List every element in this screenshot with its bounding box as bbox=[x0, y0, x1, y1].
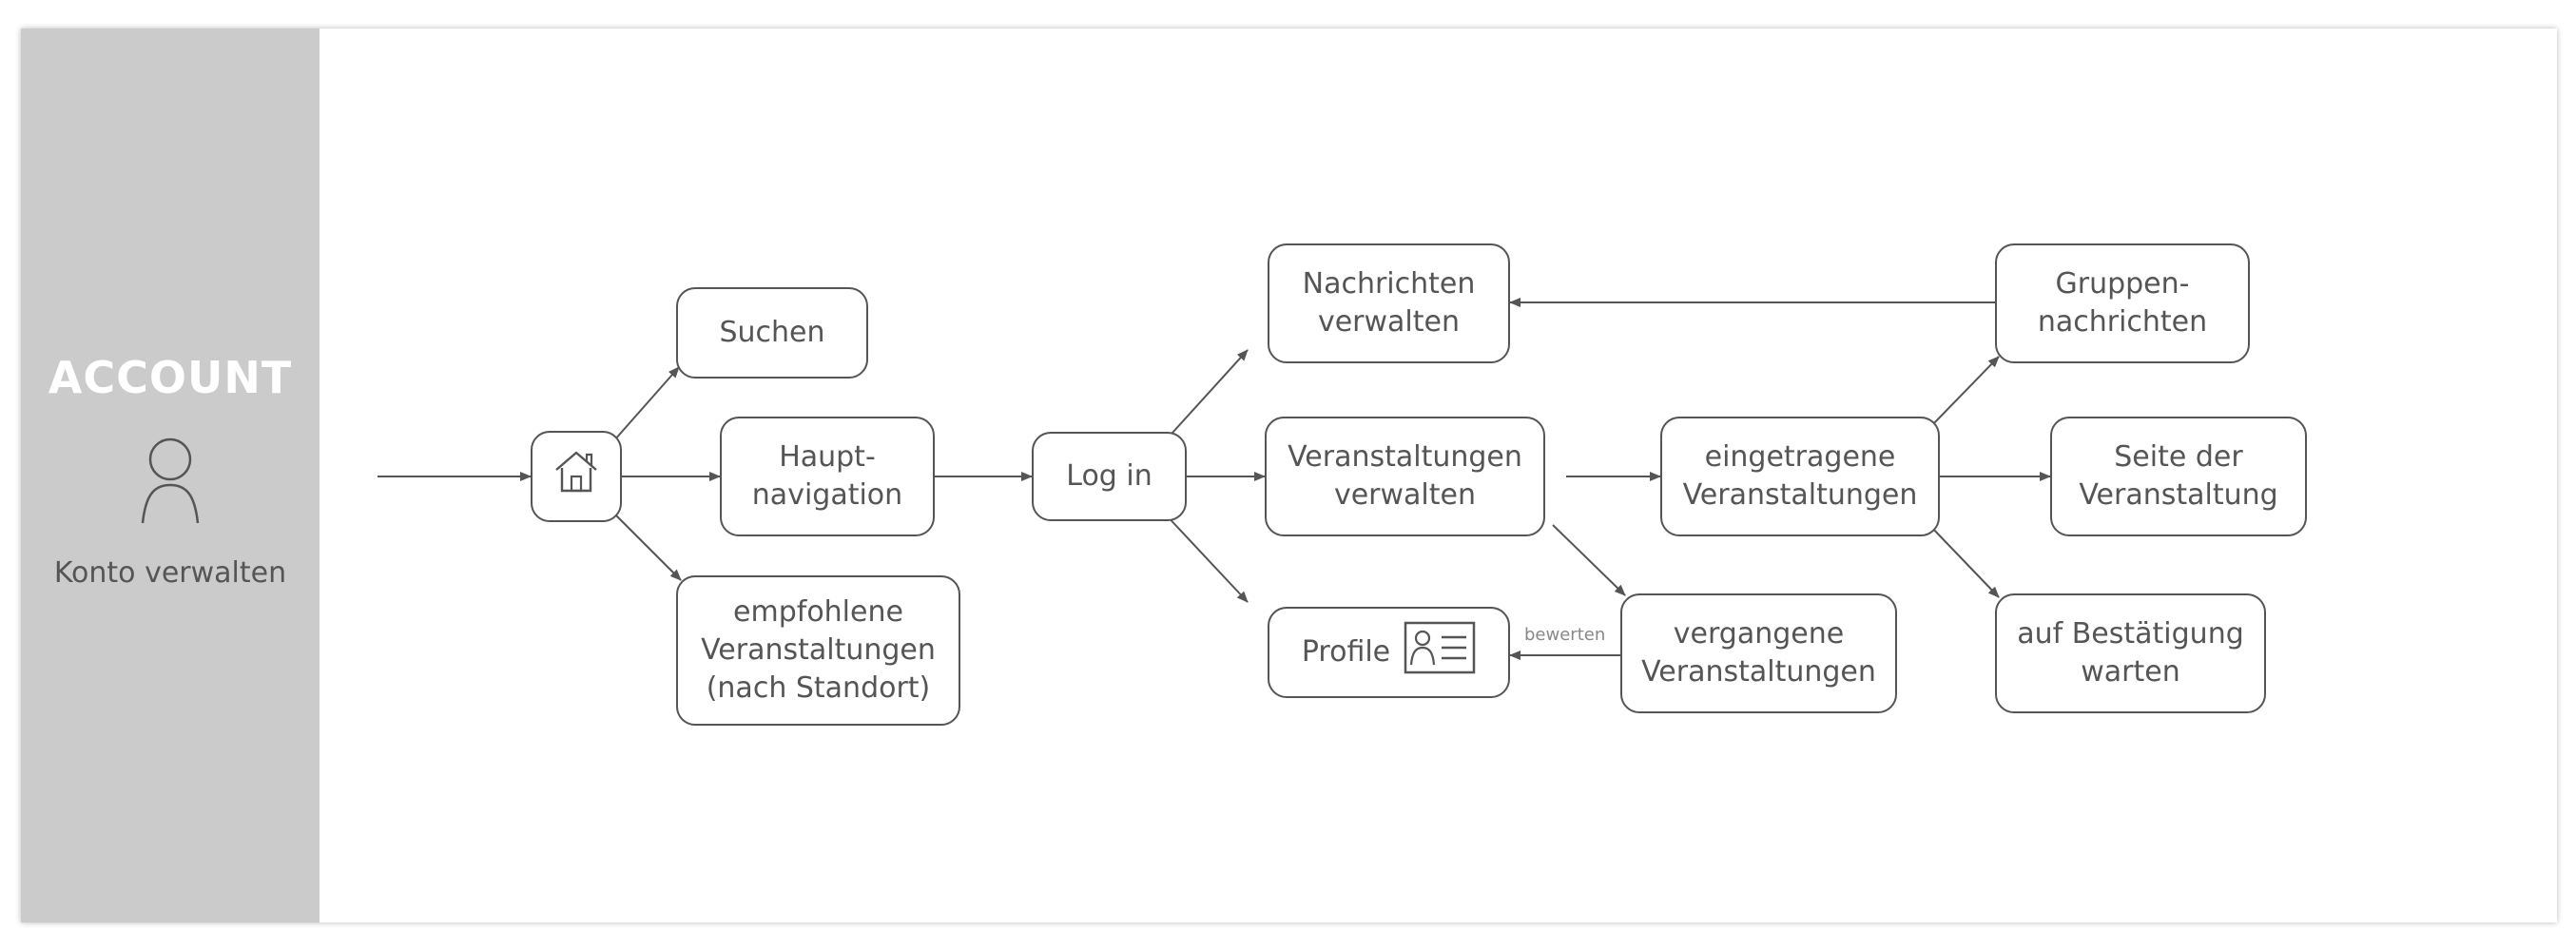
empfohlene-label: empfohlene Veranstaltungen (nach Standor… bbox=[701, 595, 936, 705]
suchen-node[interactable]: Suchen bbox=[676, 287, 868, 379]
home-icon bbox=[552, 449, 600, 505]
sidebar-title: ACCOUNT bbox=[48, 352, 293, 403]
edge-veranstaltungen-vergangene bbox=[1552, 524, 1626, 596]
gruppen-label: Gruppen- nachrichten bbox=[2037, 267, 2208, 339]
home-node[interactable] bbox=[531, 431, 622, 522]
profile-node[interactable]: Profile bbox=[1268, 607, 1510, 698]
profile-label: Profile bbox=[1301, 635, 1391, 669]
seite-node[interactable]: Seite der Veranstaltung bbox=[2050, 417, 2307, 536]
sidebar: ACCOUNT Konto verwalten bbox=[21, 29, 320, 923]
suchen-label: Suchen bbox=[719, 316, 825, 349]
login-label: Log in bbox=[1066, 459, 1152, 493]
eingetragene-label: eingetragene Veranstaltungen bbox=[1682, 440, 1918, 512]
seite-label: Seite der Veranstaltung bbox=[2079, 440, 2278, 512]
edge-label-bewerten: bewerten bbox=[1524, 625, 1606, 645]
nachrichten-label: Nachrichten verwalten bbox=[1302, 267, 1476, 339]
id-card-icon bbox=[1404, 621, 1476, 685]
flow-canvas: Suchen Haupt- navigation empfohlene Vera… bbox=[320, 29, 2557, 923]
edge-login-profile bbox=[1162, 511, 1249, 603]
hauptnavigation-node[interactable]: Haupt- navigation bbox=[720, 417, 935, 536]
vergangene-node[interactable]: vergangene Veranstaltungen bbox=[1620, 593, 1897, 713]
diagram-frame: ACCOUNT Konto verwalten bbox=[21, 29, 2557, 923]
empfohlene-node[interactable]: empfohlene Veranstaltungen (nach Standor… bbox=[676, 575, 960, 726]
bestaetigung-node[interactable]: auf Bestätigung warten bbox=[1995, 593, 2266, 713]
edge-login-nachrichten bbox=[1162, 349, 1249, 444]
edges bbox=[378, 298, 2051, 660]
edge-eingetragene-bestaetigung bbox=[1928, 524, 2000, 598]
veranstaltungen-node[interactable]: Veranstaltungen verwalten bbox=[1265, 417, 1545, 536]
gruppen-node[interactable]: Gruppen- nachrichten bbox=[1995, 243, 2250, 363]
edge-eingetragene-gruppen bbox=[1928, 356, 2000, 429]
vergangene-label: vergangene Veranstaltungen bbox=[1641, 617, 1876, 689]
veranstaltungen-label: Veranstaltungen verwalten bbox=[1288, 440, 1522, 512]
user-icon bbox=[140, 437, 201, 529]
login-node[interactable]: Log in bbox=[1032, 432, 1187, 521]
nachrichten-node[interactable]: Nachrichten verwalten bbox=[1268, 243, 1510, 363]
sidebar-subtitle: Konto verwalten bbox=[53, 556, 287, 590]
bestaetigung-label: auf Bestätigung warten bbox=[2017, 617, 2244, 689]
edge-home-suchen bbox=[613, 366, 680, 441]
eingetragene-node[interactable]: eingetragene Veranstaltungen bbox=[1660, 417, 1940, 536]
hauptnavigation-label: Haupt- navigation bbox=[751, 440, 903, 512]
edge-home-empfohlene bbox=[613, 513, 682, 581]
